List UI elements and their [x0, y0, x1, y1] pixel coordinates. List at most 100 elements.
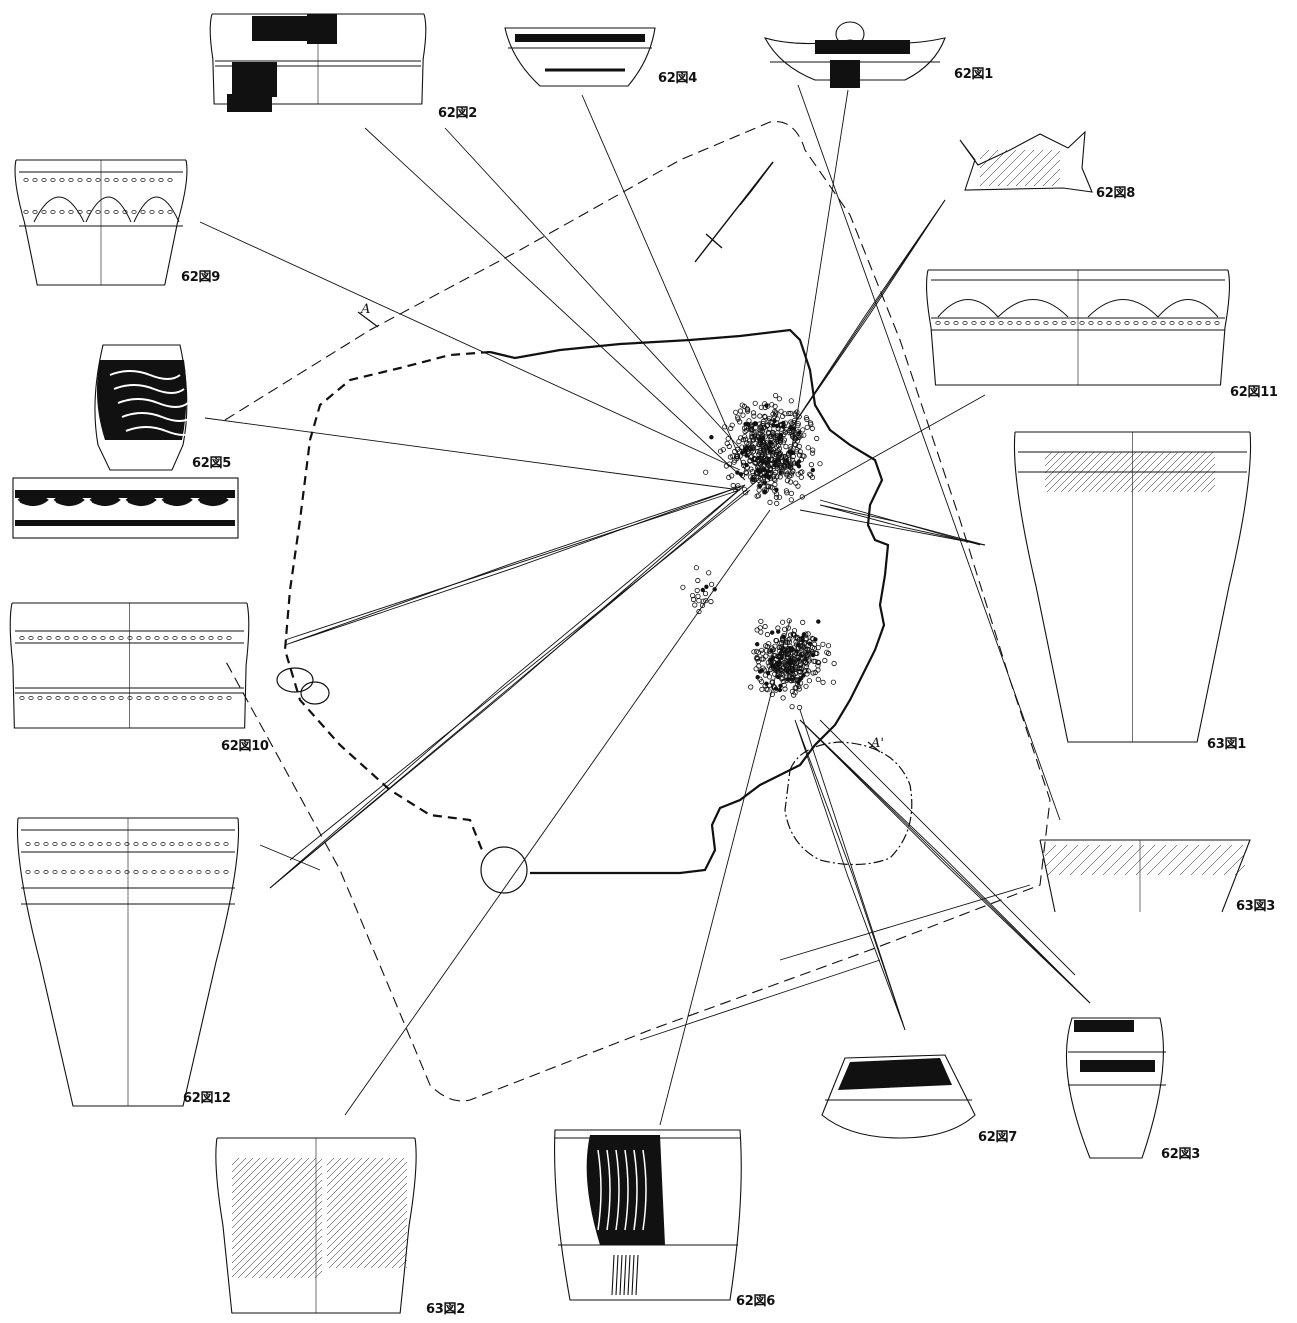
- artifact-point: [699, 602, 706, 609]
- punctate-mark: [133, 870, 139, 874]
- artifact-point: [740, 436, 747, 443]
- artifact-point: [803, 668, 809, 674]
- arc-motif: [133, 196, 180, 223]
- refit-spindle: [284, 484, 746, 646]
- refit-spindle: [269, 484, 746, 889]
- artifact-point: [703, 598, 709, 604]
- artifact-point: [788, 464, 794, 470]
- vessel-outline: [504, 27, 656, 87]
- hatch-line: [326, 1157, 384, 1215]
- hatch-line: [328, 1189, 408, 1269]
- hatch-line: [326, 1157, 398, 1229]
- punctate-mark: [91, 696, 97, 700]
- punctate-mark: [199, 696, 205, 700]
- hatch-line: [1168, 844, 1200, 876]
- punctate-mark: [160, 842, 166, 846]
- punctate-mark: [178, 842, 184, 846]
- artifact-point: [727, 454, 734, 460]
- punctate-mark: [68, 210, 74, 214]
- artifact-point: [760, 656, 766, 662]
- punctate-mark: [28, 696, 34, 700]
- punctate-mark: [41, 178, 47, 182]
- punctate-mark: [41, 210, 47, 214]
- artifact-point: [729, 422, 735, 428]
- punctate-mark: [97, 842, 103, 846]
- artifact-point: [831, 660, 837, 667]
- punctate-mark: [1124, 321, 1130, 325]
- hatch-line: [405, 1266, 408, 1269]
- artifact-point: [788, 490, 795, 496]
- punctate-mark: [140, 210, 146, 214]
- refit-spindle: [799, 719, 1091, 1004]
- artifact-point: [782, 686, 788, 692]
- artifact-point: [784, 490, 790, 496]
- artifact-point: [717, 448, 724, 454]
- punctate-mark: [88, 870, 94, 874]
- artifact-point: [776, 450, 782, 457]
- artifact-point: [810, 636, 816, 642]
- artifact-point: [815, 663, 821, 669]
- punctate-mark: [196, 870, 202, 874]
- vessel-62-7: [821, 1054, 976, 1139]
- artifact-point: [779, 619, 786, 625]
- hatch-line: [314, 1270, 323, 1279]
- artifact-point: [794, 650, 800, 657]
- artifact-point: [758, 434, 764, 440]
- punctate-mark: [124, 870, 130, 874]
- hatch-line: [1130, 451, 1172, 493]
- hatch-line: [265, 1221, 323, 1279]
- artifact-point: [770, 411, 776, 417]
- refit-line: [799, 509, 986, 546]
- artifact-point: [696, 608, 702, 615]
- punctate-mark: [214, 842, 220, 846]
- artifact-point: [770, 630, 775, 635]
- artifact-point: [806, 678, 813, 684]
- artifact-point: [798, 474, 804, 480]
- punctate-mark: [1007, 321, 1013, 325]
- artifact-point: [815, 644, 821, 651]
- hatch-line: [326, 1168, 408, 1250]
- artifact-point: [794, 674, 800, 680]
- artifact-point: [795, 642, 801, 647]
- punctate-mark: [55, 636, 61, 640]
- punctate-mark: [43, 842, 49, 846]
- artifact-point: [762, 467, 767, 472]
- artifact-point: [766, 471, 772, 478]
- refit-spindle: [819, 504, 986, 546]
- vessel-62-2: [210, 14, 427, 112]
- artifact-point: [758, 678, 765, 685]
- artifact-point: [757, 471, 763, 477]
- hatch-line: [231, 1157, 289, 1215]
- artifact-point: [807, 641, 812, 646]
- artifact-point: [773, 637, 779, 644]
- label-62-3: 62図3: [1161, 1147, 1200, 1162]
- artifact-point: [749, 468, 756, 475]
- artifact-point: [769, 485, 775, 491]
- artifact-point: [800, 427, 806, 433]
- hatch-line: [1137, 451, 1179, 493]
- punctate-mark: [1016, 321, 1022, 325]
- artifact-point: [704, 584, 709, 589]
- punctate-mark: [223, 870, 229, 874]
- hearth-outline: [784, 741, 913, 866]
- artifact-point: [771, 463, 777, 470]
- punctate-mark: [46, 696, 52, 700]
- hatch-line: [1193, 470, 1216, 493]
- hatch-line: [356, 1217, 408, 1269]
- refit-line: [797, 84, 1061, 821]
- hatch-line: [619, 1254, 623, 1296]
- spiral-motif: [121, 412, 193, 422]
- punctate-mark: [59, 178, 65, 182]
- painted-area: [307, 14, 337, 44]
- artifact-point: [791, 692, 797, 698]
- hatch-line: [979, 149, 990, 160]
- artifact-point: [784, 639, 790, 645]
- punctate-mark: [118, 696, 124, 700]
- punctate-mark: [187, 842, 193, 846]
- painted-area: [586, 1135, 665, 1245]
- hatch-line: [1172, 451, 1214, 493]
- punctate-mark: [167, 178, 173, 182]
- artifact-point: [703, 469, 709, 475]
- label-62-12: 62図12: [183, 1091, 231, 1106]
